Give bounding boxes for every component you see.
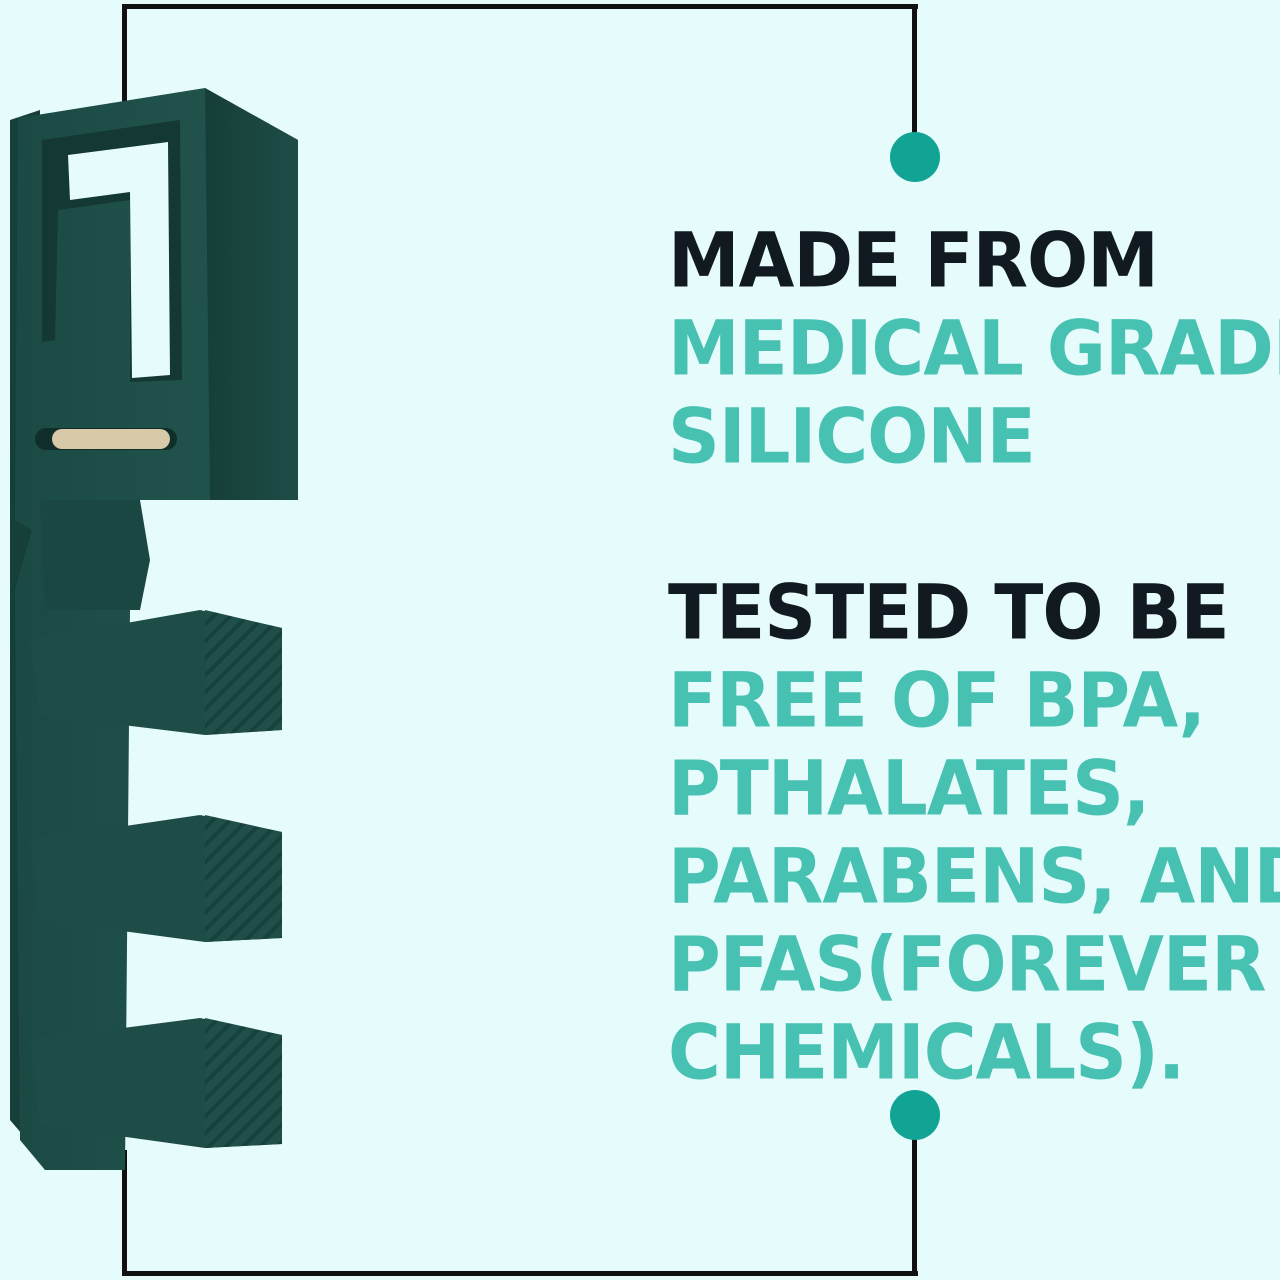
accent-dot-bottom — [890, 1090, 940, 1140]
frame-top-line — [122, 4, 918, 9]
claim-block-material: MADE FROM MEDICAL GRADE SILICONE — [668, 214, 1280, 480]
claim-line: MEDICAL GRADE — [668, 304, 1280, 393]
frame-left-line-lower — [122, 1150, 127, 1276]
claim-line: PARABENS, AND — [668, 832, 1280, 921]
frame-bottom-line — [122, 1271, 918, 1276]
frame-right-line-upper — [912, 4, 917, 154]
claim-line: FREE OF BPA, — [668, 656, 1206, 745]
frame-left-line — [122, 4, 127, 124]
claim-line: PFAS(FOREVER — [668, 920, 1267, 1009]
claim-line: SILICONE — [668, 392, 1036, 481]
frame-right-line-lower — [912, 1114, 917, 1276]
claim-block-tested: TESTED TO BE FREE OF BPA, PTHALATES, PAR… — [668, 566, 1280, 1096]
claim-heading: MADE FROM — [668, 216, 1159, 305]
accent-dot-top — [890, 132, 940, 182]
claim-line: PTHALATES, — [668, 744, 1150, 833]
claim-heading: TESTED TO BE — [668, 568, 1230, 657]
claim-line: CHEMICALS). — [668, 1008, 1185, 1097]
silicone-hanger-product-icon — [10, 88, 298, 1170]
